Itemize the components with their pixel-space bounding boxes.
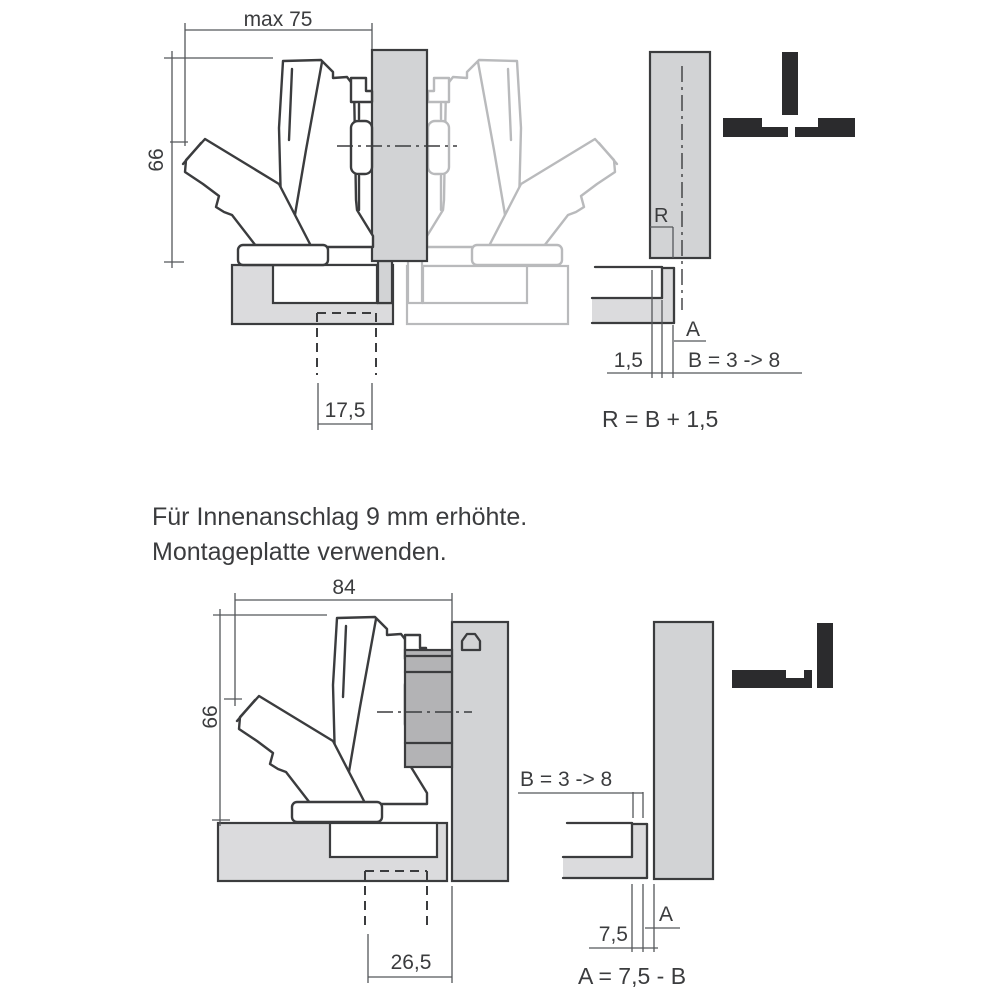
dim-height-2-label: 66 [199,705,222,728]
cabinet-bottom-panel [230,263,395,326]
top-diagram: max 75 66 17,5 R [145,8,855,432]
dim-max-width-label: max 75 [244,8,313,31]
section-view-top: R 1,5 A B = 3 -> 8 R = B + 1,5 [590,50,802,432]
door-panel [370,48,429,263]
cabinet-bottom-panel-2 [216,821,449,883]
gap-a-2-label: A [659,903,673,926]
formula-a-label: A = 7,5 - B [578,963,686,989]
dim-height-label: 66 [145,148,168,171]
bore-range-2-label: B = 3 -> 8 [520,768,612,791]
note-line-1: Für Innenanschlag 9 mm erhöhte. [152,503,527,531]
section-door-panel [648,50,712,260]
plate-dim-label: 7,5 [599,923,628,946]
raised-cup-block [403,648,454,769]
dim-width-2: 84 [224,576,453,706]
hinge-illustration [181,58,375,267]
dim-drill-position-2: 26,5 [364,870,453,983]
depth-r-label: R [654,205,668,227]
dim-max-width: max 75 [170,8,373,146]
inset-application-icon [732,623,833,688]
gap-a-label: A [686,318,700,341]
formula-r-label: R = B + 1,5 [602,406,718,432]
section-door-panel-2 [652,620,715,881]
fixing-tab [460,632,482,652]
dim-drill-position: 17,5 [316,312,377,430]
door-edge-strip [376,259,394,305]
section-view-bottom: B = 3 -> 8 7,5 A A = 7,5 - B [518,620,715,989]
note-text: Für Innenanschlag 9 mm erhöhte. Montagep… [152,503,527,566]
door-panel-2 [450,620,510,883]
dim-height: 66 [145,51,273,268]
note-line-2: Montageplatte verwenden. [152,538,447,566]
dim-height-2: 66 [199,609,327,826]
ghost-cabinet-panel [405,259,570,326]
hinge-illustration-2 [235,615,429,824]
dim-drill-label: 17,5 [325,399,366,422]
half-overlay-application-icon [723,52,855,137]
dim-width-2-label: 84 [332,576,356,599]
reveal-dim-label: 1,5 [614,349,643,372]
dim-drill-2-label: 26,5 [391,951,432,974]
bore-range-label: B = 3 -> 8 [688,349,780,372]
bottom-diagram: 84 66 26,5 B = 3 -> 8 [199,576,833,989]
ghost-hinge-illustration [425,58,619,267]
